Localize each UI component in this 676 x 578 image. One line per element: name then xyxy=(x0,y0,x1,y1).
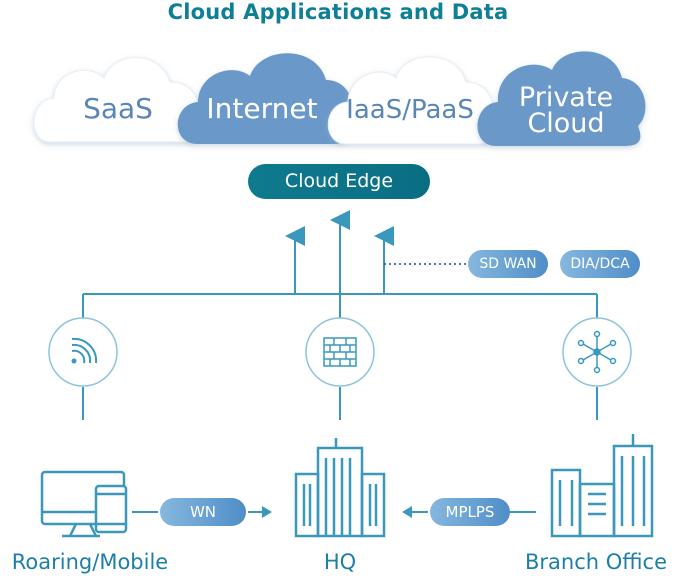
node-hub[interactable] xyxy=(562,317,632,387)
cloud-private xyxy=(477,51,646,146)
site-mobile-label: Roaring/Mobile xyxy=(11,550,169,574)
node-firewall[interactable] xyxy=(305,317,375,387)
wifi-signal-icon xyxy=(71,337,98,364)
site-branch-label: Branch Office xyxy=(524,550,668,574)
hq-building-icon xyxy=(294,438,386,538)
desktop-mobile-icon xyxy=(40,470,128,538)
cloud-private-label-line1: Private xyxy=(519,82,613,113)
cloud-edge-badge[interactable]: Cloud Edge xyxy=(248,164,430,199)
sdwan-tag[interactable]: SD WAN xyxy=(468,250,548,278)
site-hq-label: HQ xyxy=(323,550,357,574)
cloud-internet-label: Internet xyxy=(206,92,317,125)
cloud-internet xyxy=(177,53,353,144)
node-wifi[interactable] xyxy=(48,317,118,387)
cloud-private-label-line2: Cloud xyxy=(527,108,604,139)
cloud-iaas-label: IaaS/PaaS xyxy=(346,95,474,125)
wn-arrow-icon xyxy=(262,506,272,518)
network-hub-icon xyxy=(577,330,617,374)
cloud-saas-label: SaaS xyxy=(83,92,153,125)
diagram-title: Cloud Applications and Data xyxy=(167,0,509,24)
mplps-arrow-icon xyxy=(402,506,412,518)
branch-building-icon xyxy=(550,434,654,538)
dia-dca-tag[interactable]: DIA/DCA xyxy=(560,250,640,278)
mplps-link-badge[interactable]: MPLPS xyxy=(430,498,510,526)
bus-lines xyxy=(82,293,598,420)
wn-link-badge[interactable]: WN xyxy=(160,498,246,526)
firewall-icon xyxy=(323,337,357,367)
uplinks xyxy=(285,210,394,294)
